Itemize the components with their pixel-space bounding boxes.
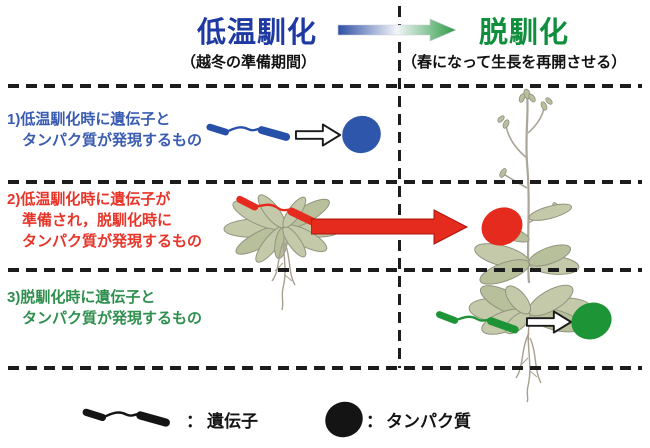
row3-line1: 3)脱馴化時に遺伝子と xyxy=(7,289,156,306)
row1-description: 1)低温馴化時に遺伝子と タンパク質が発現するもの xyxy=(7,109,202,151)
dashed-divider-vertical xyxy=(398,6,401,368)
row2-line2: 準備され，脱馴化時に xyxy=(22,212,173,229)
row1-line2: タンパク質が発現するもの xyxy=(22,132,203,149)
gene-icon-green xyxy=(432,305,522,343)
row1-line1: 1)低温馴化時に遺伝子と xyxy=(7,111,171,128)
legend-gene-icon xyxy=(80,403,172,436)
cold-acclimation-title: 低温馴化 xyxy=(197,17,318,49)
delayed-expression-arrow-icon xyxy=(311,209,469,245)
dashed-divider-2 xyxy=(8,180,642,184)
transition-gradient-arrow-icon xyxy=(337,18,457,42)
expression-arrow-icon-row3 xyxy=(526,308,574,336)
expression-arrow-icon-row1 xyxy=(295,121,343,149)
dashed-divider-4 xyxy=(8,366,642,370)
deacclimation-subtitle: （春になって生長を再開させる） xyxy=(402,54,627,71)
gene-icon-blue xyxy=(204,118,292,150)
protein-ellipse-blue xyxy=(336,109,387,160)
cold-acclimation-subtitle: （越冬の準備期間） xyxy=(181,54,317,71)
legend-protein-icon xyxy=(319,395,369,444)
dashed-divider-3 xyxy=(8,268,642,272)
legend-gene-colon: ： xyxy=(186,412,203,431)
dashed-divider-1 xyxy=(8,84,642,88)
deacclimation-title: 脱馴化 xyxy=(479,17,570,49)
legend-protein-colon: ： xyxy=(366,412,383,431)
row3-description: 3)脱馴化時に遺伝子と タンパク質が発現するもの xyxy=(7,287,202,329)
row3-line2: タンパク質が発現するもの xyxy=(22,310,203,327)
row2-line3: タンパク質が発現するもの xyxy=(22,233,203,250)
row2-description: 2)低温馴化時に遺伝子が 準備され，脱馴化時に タンパク質が発現するもの xyxy=(7,189,202,252)
row2-line1: 2)低温馴化時に遺伝子が xyxy=(7,191,171,208)
flowering-plant-illustration xyxy=(468,88,592,403)
legend-protein-label: タンパク質 xyxy=(386,412,471,431)
legend-gene-label: 遺伝子 xyxy=(207,412,258,431)
